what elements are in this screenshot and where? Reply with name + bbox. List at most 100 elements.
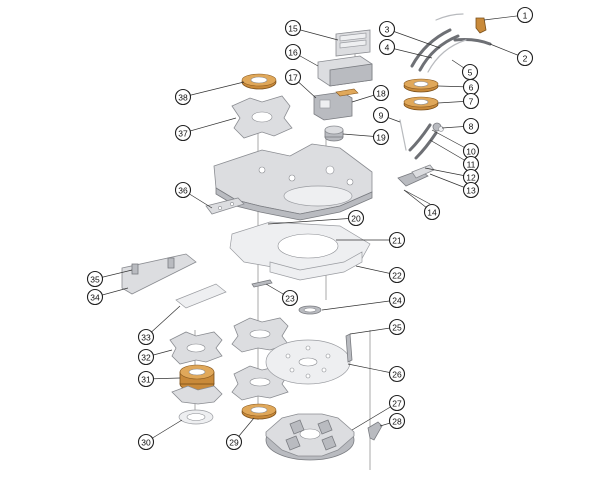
part-26-disc (265, 339, 351, 385)
callout-18: 18 (372, 84, 390, 102)
callout-circle-30 (137, 433, 155, 451)
callout-number-29: 29 (229, 438, 239, 448)
callout-number-35: 35 (90, 275, 100, 285)
part-20-21-base-plate (229, 221, 371, 273)
callout-number-18: 18 (376, 89, 386, 99)
part-2-rail (435, 13, 492, 46)
part-3-4-5-rods (410, 28, 467, 73)
callout-21: 21 (388, 231, 406, 249)
callout-number-6: 6 (469, 83, 474, 93)
callout-number-23: 23 (285, 294, 295, 304)
callout-circle-8 (462, 117, 480, 135)
callout-number-14: 14 (427, 208, 437, 218)
part-9-10-11-links (399, 119, 438, 160)
callout-circle-38 (174, 88, 192, 106)
leader-line-20 (267, 217, 357, 225)
part-36-bracket (205, 197, 245, 215)
callout-number-30: 30 (141, 438, 151, 448)
callout-3: 3 (378, 20, 396, 38)
callout-number-4: 4 (385, 43, 390, 53)
callout-number-13: 13 (466, 186, 476, 196)
callout-number-31: 31 (141, 375, 151, 385)
leader-line-3 (386, 28, 441, 49)
callout-32: 32 (137, 348, 155, 366)
callout-circle-26 (388, 365, 406, 383)
callout-circle-18 (372, 84, 390, 102)
callout-number-2: 2 (523, 54, 528, 64)
callout-circle-16 (284, 43, 302, 61)
leader-line-26 (347, 363, 398, 375)
callout-number-38: 38 (178, 93, 188, 103)
part-1-bracket (475, 17, 487, 34)
part-31b-star-plate (171, 385, 223, 405)
leader-line-38 (182, 81, 245, 98)
callout-number-9: 9 (379, 111, 384, 121)
part-14-leader-anchor (403, 189, 431, 205)
callout-number-36: 36 (178, 186, 188, 196)
callout-circle-9 (372, 106, 390, 124)
callout-circle-37 (174, 124, 192, 142)
callout-circle-20 (347, 209, 365, 227)
part-37-star-plate (231, 95, 293, 139)
callout-31: 31 (137, 370, 155, 388)
callout-circle-28 (388, 412, 406, 430)
part-34-35-bracket (121, 253, 197, 295)
callout-30: 30 (137, 433, 155, 451)
callout-circle-19 (372, 128, 390, 146)
callout-circle-31 (137, 370, 155, 388)
callout-circle-17 (284, 68, 302, 86)
part-32-star-plate (169, 331, 223, 365)
part-8-fastener (432, 122, 444, 132)
callout-20: 20 (347, 209, 365, 227)
callout-number-37: 37 (178, 129, 188, 139)
callout-circle-22 (388, 266, 406, 284)
callout-22: 22 (388, 266, 406, 284)
part-12-13-clamp (397, 164, 435, 187)
callout-25: 25 (388, 318, 406, 336)
callout-38: 38 (174, 88, 192, 106)
callout-26: 26 (388, 365, 406, 383)
callout-33: 33 (137, 328, 155, 346)
leader-line-37 (182, 117, 237, 134)
callout-circle-24 (388, 291, 406, 309)
leader-line-27 (351, 402, 398, 431)
callout-number-8: 8 (469, 122, 474, 132)
callout-number-32: 32 (141, 353, 151, 363)
callout-19: 19 (372, 128, 390, 146)
callout-4: 4 (378, 38, 396, 56)
part-7-bearing-ring (403, 96, 439, 111)
callout-circle-27 (388, 394, 406, 412)
callout-number-7: 7 (469, 97, 474, 107)
callout-6: 6 (462, 78, 480, 96)
callout-circle-36 (174, 181, 192, 199)
callout-number-16: 16 (288, 48, 298, 58)
callout-circle-35 (86, 270, 104, 288)
callout-number-15: 15 (288, 24, 298, 34)
callout-circle-15 (284, 19, 302, 37)
callout-number-34: 34 (90, 293, 100, 303)
callout-7: 7 (462, 92, 480, 110)
callout-circle-1 (516, 6, 534, 24)
callout-number-11: 11 (467, 160, 476, 170)
callout-24: 24 (388, 291, 406, 309)
callout-number-20: 20 (351, 214, 361, 224)
callout-circle-7 (462, 92, 480, 110)
part-33-plate (175, 283, 227, 309)
callout-17: 17 (284, 68, 302, 86)
callout-number-1: 1 (523, 11, 528, 21)
callout-circle-32 (137, 348, 155, 366)
part-19-hub (324, 125, 344, 142)
part-16-housing (317, 55, 373, 87)
callout-number-12: 12 (466, 173, 476, 183)
part-30-ring (178, 409, 214, 425)
callout-number-17: 17 (288, 73, 298, 83)
part-29-ring (241, 403, 277, 420)
part-27-gear-base (265, 413, 355, 461)
callout-8: 8 (462, 117, 480, 135)
callout-35: 35 (86, 270, 104, 288)
callout-27: 27 (388, 394, 406, 412)
callout-circle-2 (516, 49, 534, 67)
